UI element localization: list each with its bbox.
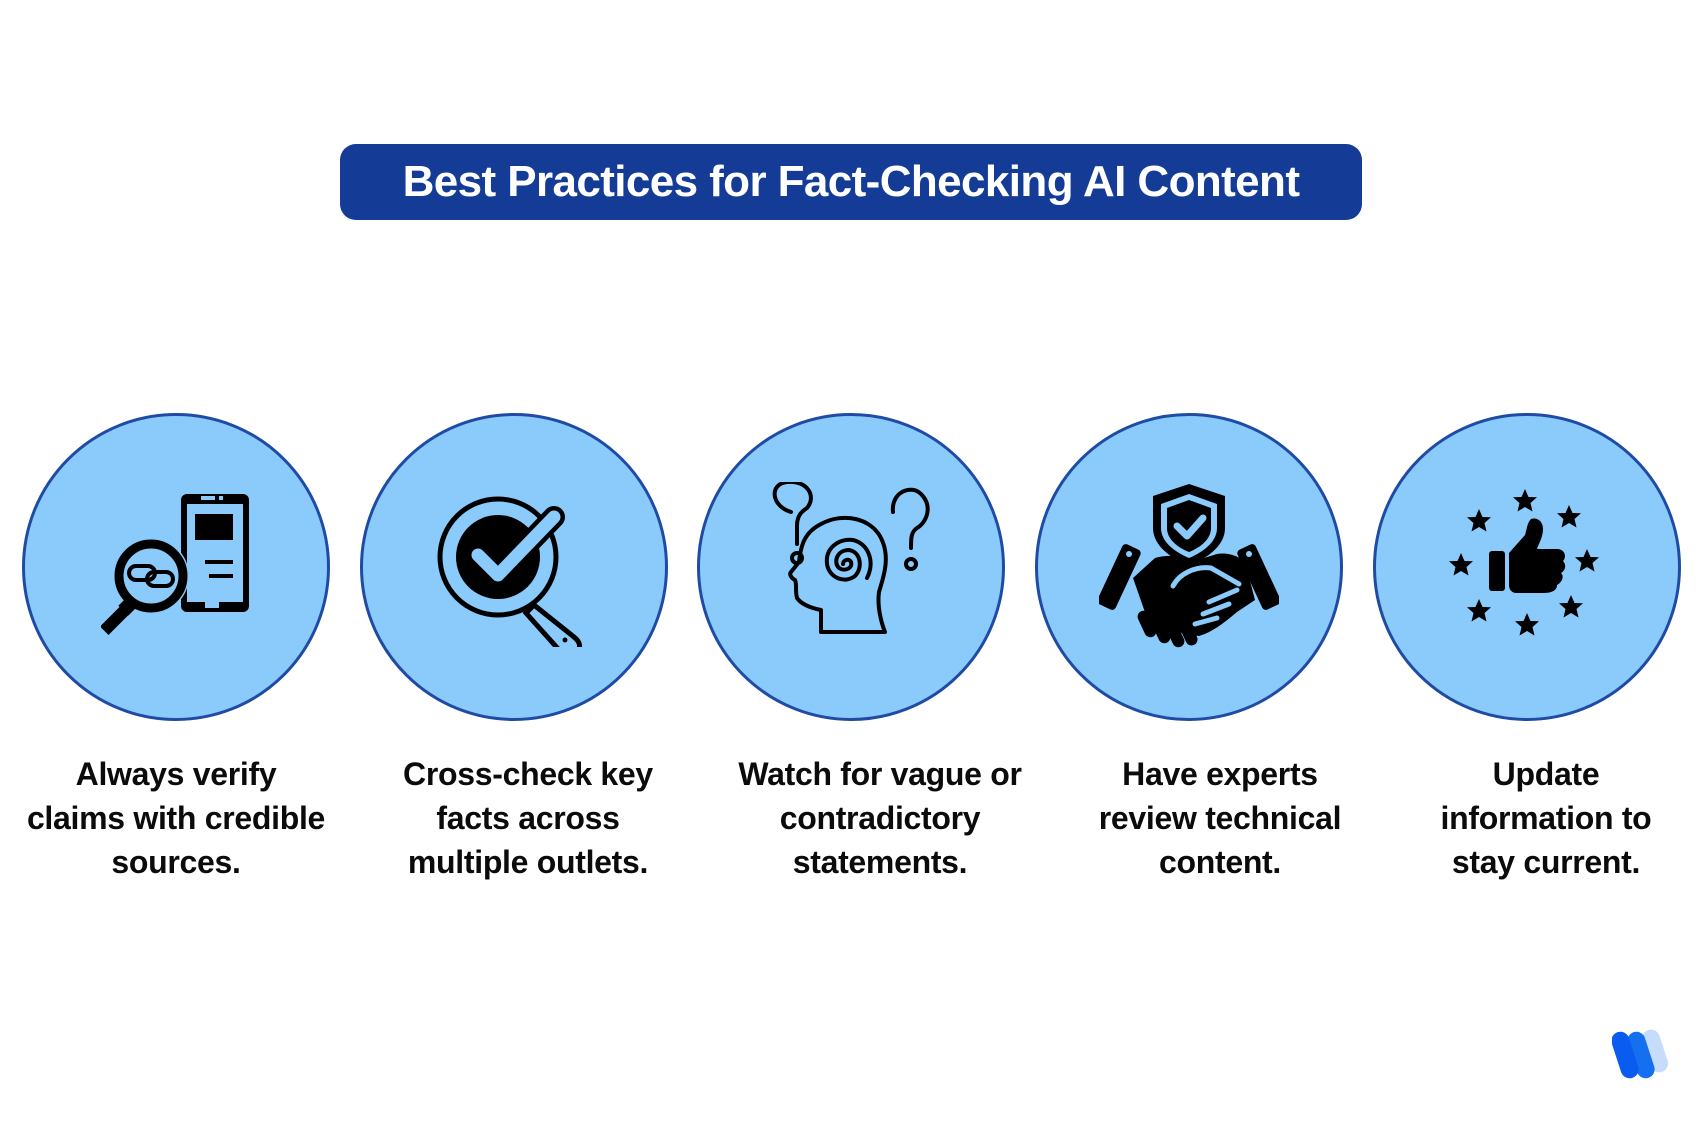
- caption-line: information to: [1440, 800, 1652, 836]
- practice-circle-cross-check: [360, 413, 668, 721]
- practice-circle-expert-review: [1035, 413, 1343, 721]
- practice-caption-watch-vague: Watch for vague or contradictory stateme…: [710, 752, 1050, 884]
- caption-line: contradictory: [779, 800, 981, 836]
- thumbs-up-stars-icon: [1449, 489, 1599, 636]
- caption-line: Watch for vague or: [738, 756, 1022, 792]
- practice-circle-watch-vague: [697, 413, 1005, 721]
- title-banner: Best Practices for Fact-Checking AI Cont…: [340, 144, 1362, 220]
- caption-line: multiple outlets.: [407, 844, 649, 880]
- caption-line: sources.: [111, 844, 241, 880]
- caption-line: facts across: [436, 800, 620, 836]
- caption-line: Have experts: [1122, 756, 1318, 792]
- handshake-shield-check-icon: [1099, 484, 1279, 648]
- caption-line: Cross-check key: [403, 756, 653, 792]
- magnifier-link-phone-icon: [101, 494, 249, 635]
- caption-line: Always verify: [75, 756, 277, 792]
- caption-line: stay current.: [1451, 844, 1641, 880]
- brand-logo-icon: [1612, 1029, 1669, 1079]
- practice-circle-verify-sources: [22, 413, 330, 721]
- practice-caption-update-info: Update information to stay current.: [1376, 752, 1702, 884]
- magnifier-checkmark-icon: [437, 496, 582, 647]
- caption-line: review technical: [1098, 800, 1342, 836]
- caption-line: Update: [1492, 756, 1600, 792]
- practice-caption-verify-sources: Always verify claims with credible sourc…: [6, 752, 346, 884]
- caption-line: claims with credible: [26, 800, 326, 836]
- page-title: Best Practices for Fact-Checking AI Cont…: [402, 157, 1300, 206]
- practice-caption-cross-check: Cross-check key facts across multiple ou…: [358, 752, 698, 884]
- practice-circle-update-info: [1373, 413, 1681, 721]
- caption-line: statements.: [792, 844, 968, 880]
- practice-caption-expert-review: Have experts review technical content.: [1050, 752, 1390, 884]
- caption-line: content.: [1158, 844, 1282, 880]
- confused-head-question-icon: [772, 482, 930, 634]
